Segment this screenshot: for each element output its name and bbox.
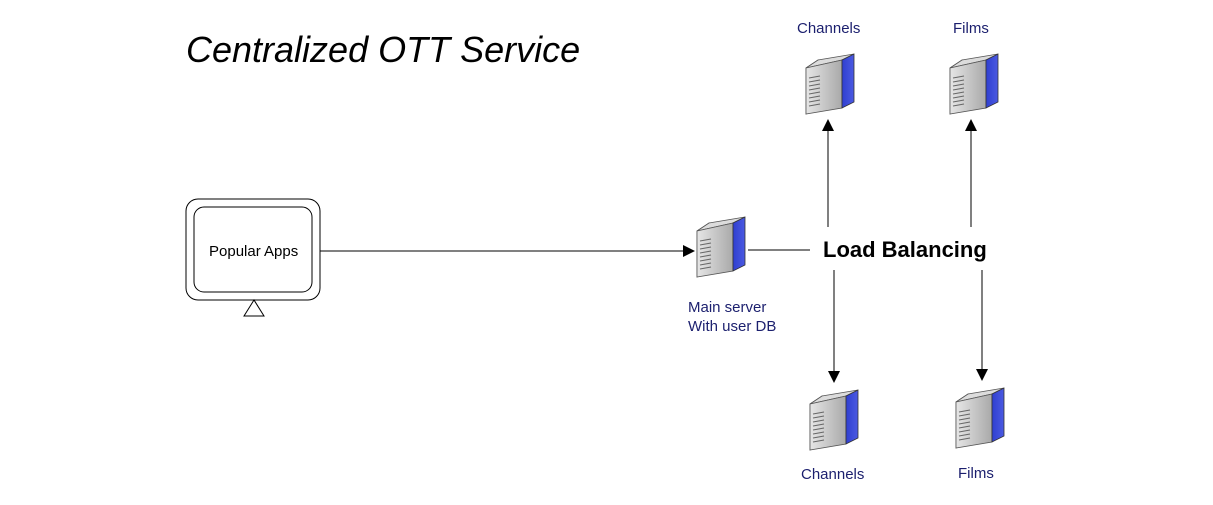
client-label: Popular Apps xyxy=(209,243,298,260)
main-server-label-line1: Main server xyxy=(688,299,766,316)
bottom-channels-server-icon xyxy=(809,389,859,451)
bottom-films-label: Films xyxy=(958,465,994,482)
bottom-channels-label: Channels xyxy=(801,466,864,483)
client-tv-node: Popular Apps xyxy=(185,198,321,317)
top-films-label: Films xyxy=(953,20,989,37)
tv-screen xyxy=(193,206,313,293)
bottom-films-server-icon xyxy=(955,387,1005,449)
main-server-icon xyxy=(696,216,746,278)
tv-stand-icon xyxy=(243,299,265,317)
diagram-title: Centralized OTT Service xyxy=(186,29,580,70)
main-server-label-line2: With user DB xyxy=(688,318,776,335)
top-channels-label: Channels xyxy=(797,20,860,37)
top-channels-server-icon xyxy=(805,53,855,115)
hub-label: Load Balancing xyxy=(823,237,987,262)
top-films-server-icon xyxy=(949,53,999,115)
